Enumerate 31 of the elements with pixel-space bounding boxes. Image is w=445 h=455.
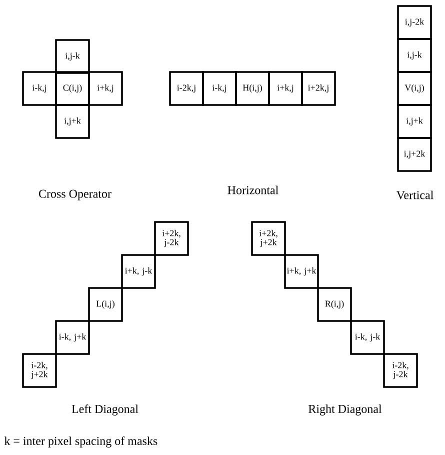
- mask-cell: i-k, j-k: [350, 320, 385, 355]
- mask-cell: i+2k,j: [301, 71, 336, 106]
- mask-cell: i+2k, j+2k: [251, 221, 286, 256]
- mask-cell: i,j-k: [55, 39, 90, 74]
- mask-cell: i,j+k: [55, 104, 90, 139]
- mask-cell: i,j+2k: [397, 137, 432, 172]
- mask-cell: i-2k, j-2k: [383, 353, 418, 388]
- mask-cell: V(i,j): [397, 71, 432, 106]
- mask-cell: i,j-k: [397, 38, 432, 73]
- mask-cell: C(i,j): [55, 71, 90, 106]
- caption: Cross Operator: [39, 190, 112, 200]
- mask-cell: i+2k, j-2k: [154, 221, 189, 256]
- mask-cell: i,j+k: [397, 104, 432, 139]
- mask-cell: R(i,j): [317, 287, 352, 322]
- mask-cell: i+k, j-k: [121, 254, 156, 289]
- note: k = inter pixel spacing of masks: [4, 436, 158, 448]
- mask-cell: i+k, j+k: [284, 254, 319, 289]
- mask-cell: i+k,j: [88, 71, 123, 106]
- caption: Horizontal: [228, 186, 278, 194]
- mask-cell: i+k,j: [268, 71, 303, 106]
- mask-cell: H(i,j): [235, 71, 270, 106]
- mask-cell: L(i,j): [88, 287, 123, 322]
- caption: Left Diagonal: [72, 404, 138, 416]
- mask-cell: i,j-2k: [397, 5, 432, 40]
- mask-cell: i-k,j: [202, 71, 237, 106]
- mask-cell: i-2k, j+2k: [22, 353, 57, 388]
- caption: Right Diagonal: [308, 404, 382, 416]
- mask-cell: i-k, j+k: [55, 320, 90, 355]
- mask-cell: i-k,j: [22, 71, 57, 106]
- caption: Vertical: [396, 190, 434, 200]
- mask-cell: i-2k,j: [169, 71, 204, 106]
